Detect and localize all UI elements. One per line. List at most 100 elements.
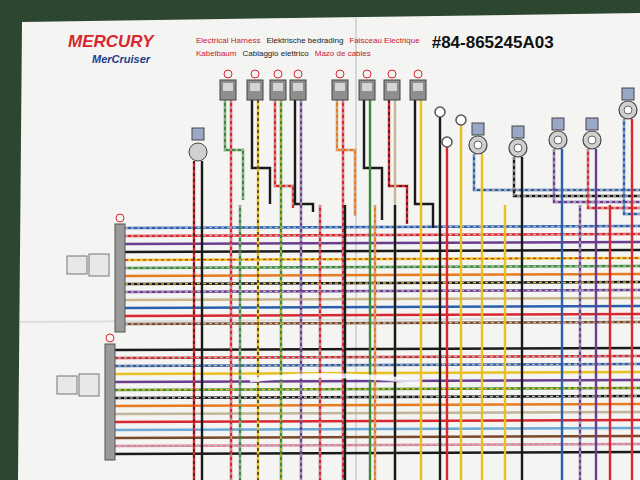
wire: [319, 205, 321, 480]
brand-logo: MERCURY: [68, 33, 154, 52]
fold-line: [355, 17, 357, 480]
language-label: Cablaggio elettrico: [242, 50, 308, 59]
connector-symbol: [512, 126, 524, 138]
connector-symbol: [384, 80, 400, 100]
wire-tracer: [319, 205, 320, 480]
wire: [474, 154, 640, 190]
round-connector: [469, 136, 487, 154]
language-label: Elektrische bedrading: [266, 37, 343, 46]
callout-circle: [251, 70, 259, 78]
wire-tracer: [394, 100, 395, 480]
connector-symbol: [332, 80, 348, 100]
wire-tracer: [193, 161, 194, 480]
harness-connector: [105, 344, 115, 460]
connector-symbol: [220, 80, 236, 100]
round-connector: [583, 131, 601, 149]
wire: [364, 100, 382, 220]
wire: [280, 100, 282, 480]
poster-sheet: [18, 13, 640, 480]
wire: [193, 161, 195, 480]
wire: [275, 100, 293, 208]
wire-tracer: [514, 157, 640, 196]
callout-circle: [414, 70, 422, 78]
wire: [389, 100, 407, 224]
connector-face: [387, 83, 397, 91]
callout-circle: [336, 70, 344, 78]
wire: [415, 100, 433, 228]
wire: [504, 205, 506, 480]
wire-tracer: [342, 100, 343, 480]
callout-circle: [224, 70, 232, 78]
wire-tracer: [225, 100, 243, 200]
brand-name: MerCruiser: [92, 53, 150, 65]
wire: [239, 205, 241, 480]
connector-symbol: [192, 128, 204, 140]
connector-illustration: [67, 256, 87, 274]
connector-symbol: [622, 88, 634, 100]
connector-symbol: [472, 123, 484, 135]
wire: [342, 100, 344, 480]
connector-symbol: [586, 118, 598, 130]
connector-face: [554, 136, 562, 144]
connector-group: [57, 70, 637, 460]
wire-tracer: [474, 154, 640, 190]
wire: [561, 149, 563, 480]
connector-face: [362, 83, 372, 91]
callout-circle: [294, 70, 302, 78]
connector-symbol: [290, 80, 306, 100]
ring-terminal: [442, 137, 452, 147]
callout-circle: [116, 214, 124, 222]
connector-symbol: [359, 80, 375, 100]
wire-tracer: [389, 100, 407, 224]
wire: [374, 205, 376, 480]
language-label: Faisceau Electrique: [349, 37, 419, 46]
wire: [337, 100, 355, 216]
wire: [420, 100, 422, 480]
connector-symbol: [552, 118, 564, 130]
connector-symbol: [247, 80, 263, 100]
wire: [257, 100, 259, 480]
wire-tracer: [374, 205, 375, 480]
wire: [631, 119, 633, 480]
connector-face: [223, 83, 233, 91]
wire: [201, 161, 203, 480]
round-connector: [619, 101, 637, 119]
wire-tracer: [257, 100, 258, 480]
wire: [295, 100, 313, 212]
connector-face: [624, 106, 632, 114]
ring-terminal: [435, 107, 445, 117]
connector-face: [273, 83, 283, 91]
glare: [250, 375, 420, 382]
connector-face: [293, 83, 303, 91]
wire: [481, 154, 483, 480]
connector-face: [588, 136, 596, 144]
wire-tracer: [275, 100, 293, 208]
connector-symbol: [270, 80, 286, 100]
wire: [394, 100, 396, 480]
wire-tracer: [239, 205, 240, 480]
language-label: Kabelbaum: [196, 50, 236, 59]
wire: [446, 147, 448, 480]
wire: [230, 100, 232, 480]
connector-symbol: [410, 80, 426, 100]
part-number-title: #84-865245A03: [432, 34, 554, 53]
wire: [514, 157, 640, 196]
wire-tracer: [300, 100, 301, 480]
round-connector: [549, 131, 567, 149]
wire: [225, 100, 243, 200]
wire-tracer: [230, 100, 231, 480]
wire: [609, 205, 611, 480]
wire: [595, 149, 597, 480]
wire-tracer: [337, 100, 355, 216]
connector-face: [250, 83, 260, 91]
language-label: Mazo de cables: [315, 50, 371, 59]
callout-circle: [106, 334, 114, 342]
harness-connector: [115, 224, 125, 332]
round-connector: [509, 139, 527, 157]
language-label: Electrical Harness: [196, 37, 260, 46]
wire: [460, 125, 462, 480]
wire: [394, 205, 396, 480]
